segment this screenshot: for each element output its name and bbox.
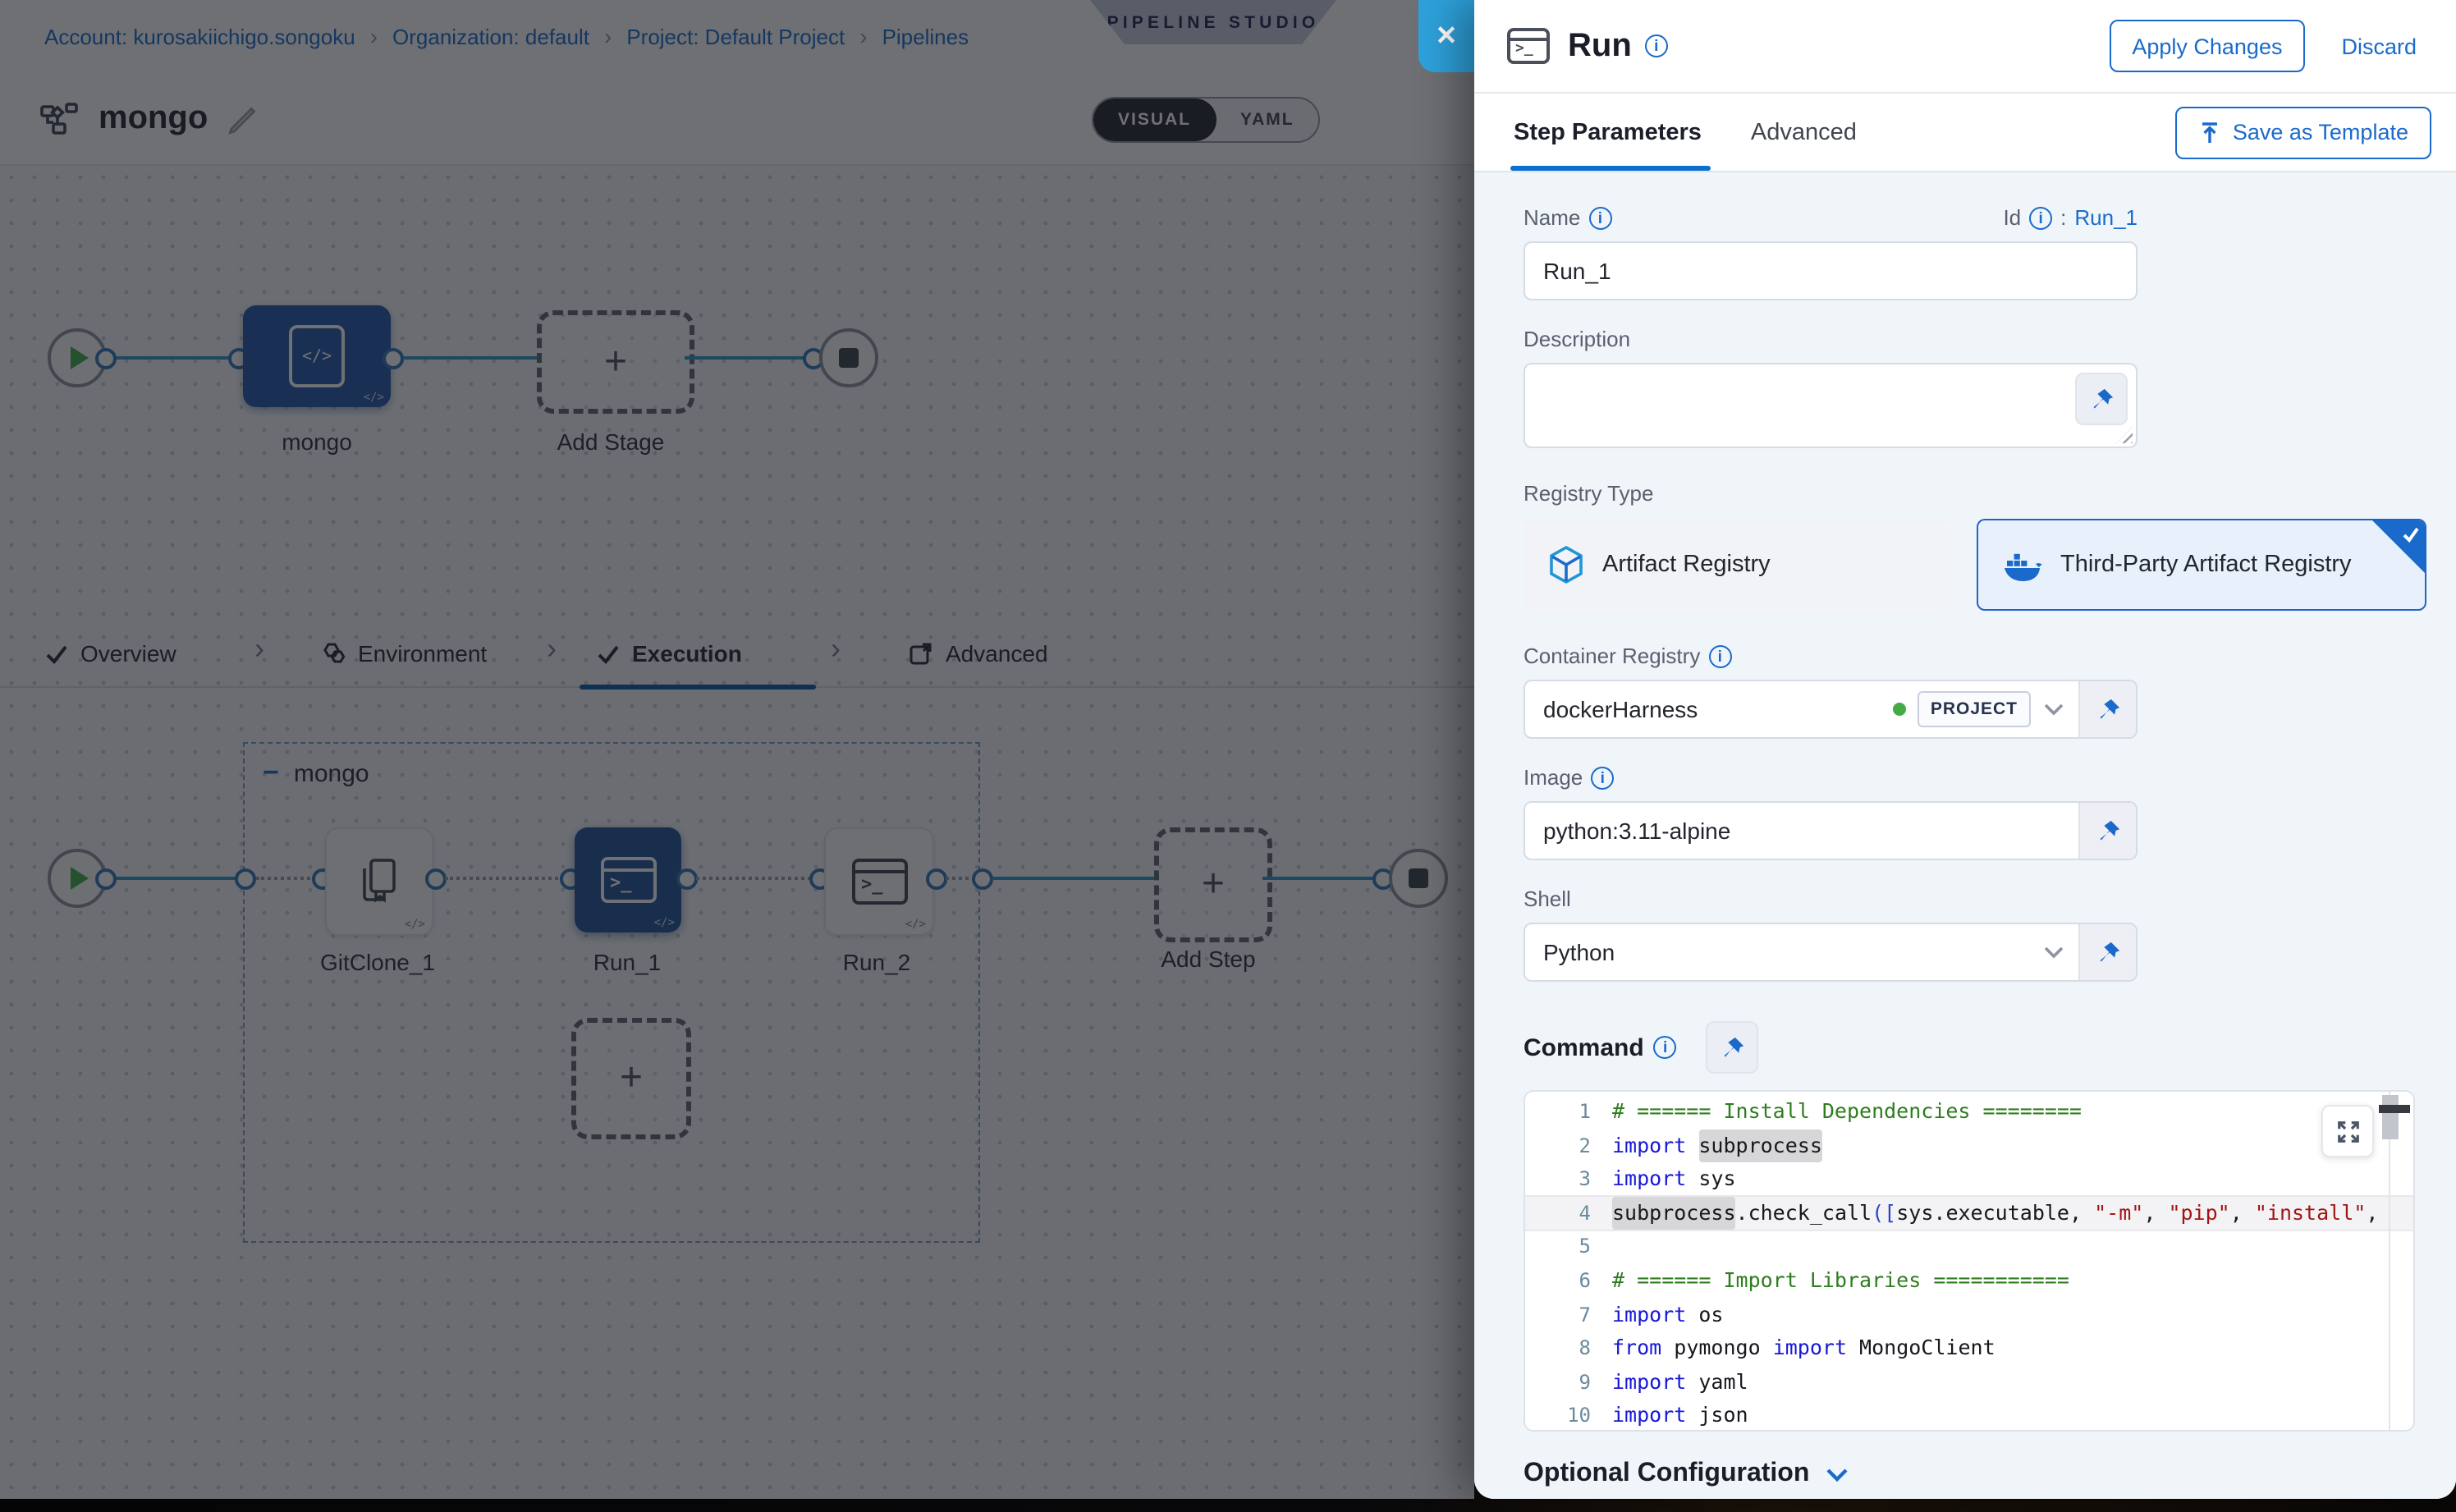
optional-configuration-label: Optional Configuration xyxy=(1524,1459,1810,1487)
save-as-template-button[interactable]: Save as Template xyxy=(2174,106,2431,158)
discard-button[interactable]: Discard xyxy=(2341,34,2417,58)
pin-runtime-input-button[interactable] xyxy=(2075,373,2128,425)
image-field[interactable]: python:3.11-alpine xyxy=(1524,801,2138,860)
docker-icon xyxy=(2005,552,2042,580)
info-icon[interactable]: i xyxy=(1588,206,1612,229)
editor-overview-mark xyxy=(2379,1105,2410,1113)
command-code-editor[interactable]: 1# ====== Install Dependencies ======== 2… xyxy=(1524,1090,2415,1432)
chevron-down-icon[interactable] xyxy=(2044,703,2064,716)
pin-icon xyxy=(2099,941,2119,961)
code-line[interactable]: 6# ====== Import Libraries =========== xyxy=(1579,1267,2069,1292)
expand-icon xyxy=(2337,1120,2358,1142)
drawer-header: >_ Run i Apply Changes Discard xyxy=(1474,0,2456,94)
id-value: Run_1 xyxy=(2074,205,2138,230)
chevron-down-icon xyxy=(1826,1468,1848,1482)
pin-runtime-input-button[interactable] xyxy=(2078,924,2136,980)
apply-changes-button[interactable]: Apply Changes xyxy=(2109,20,2306,72)
info-icon[interactable]: i xyxy=(2029,206,2053,229)
container-registry-value: dockerHarness xyxy=(1543,696,1698,722)
drawer-title: Run xyxy=(1568,27,1632,63)
artifact-registry-icon xyxy=(1550,545,1583,584)
info-icon[interactable]: i xyxy=(1653,1036,1677,1059)
check-icon xyxy=(2403,527,2419,543)
shell-label: Shell xyxy=(1524,887,1571,911)
step-config-drawer: >_ Run i Apply Changes Discard Step Para… xyxy=(1474,0,2456,1499)
pin-runtime-input-button[interactable] xyxy=(2078,803,2136,859)
pin-runtime-input-button[interactable] xyxy=(1706,1021,1759,1074)
registry-option-third-party[interactable]: Third-Party Artifact Registry xyxy=(1977,519,2426,611)
expand-editor-button[interactable] xyxy=(2321,1105,2374,1157)
pin-runtime-input-button[interactable] xyxy=(2078,681,2136,737)
scope-badge: PROJECT xyxy=(1917,691,2031,727)
info-icon[interactable]: i xyxy=(1591,766,1615,789)
tab-step-parameters[interactable]: Step Parameters xyxy=(1510,94,1712,171)
pin-icon xyxy=(2099,698,2119,718)
resize-grip[interactable] xyxy=(2116,427,2133,443)
connectivity-status-dot xyxy=(1892,703,1906,716)
code-line[interactable]: 5 xyxy=(1579,1235,1591,1258)
code-lines: 1# ====== Install Dependencies ======== 2… xyxy=(1525,1095,2413,1430)
chevron-down-icon[interactable] xyxy=(2044,946,2064,959)
info-icon[interactable]: i xyxy=(1644,34,1668,57)
shell-select[interactable]: Python xyxy=(1524,923,2138,982)
image-value: python:3.11-alpine xyxy=(1543,818,1731,844)
pin-icon xyxy=(2092,387,2113,408)
pin-icon xyxy=(2099,819,2119,840)
optional-configuration-toggle[interactable]: Optional Configuration xyxy=(1524,1459,2456,1489)
container-registry-field[interactable]: dockerHarness PROJECT xyxy=(1524,680,2138,739)
step-type-terminal-icon: >_ xyxy=(1507,28,1550,64)
info-icon[interactable]: i xyxy=(1708,644,1732,667)
tab-advanced-panel[interactable]: Advanced xyxy=(1750,119,1857,145)
close-drawer-button[interactable]: ✕ xyxy=(1418,0,1474,72)
name-input[interactable]: Run_1 xyxy=(1524,241,2138,300)
upload-icon xyxy=(2202,121,2217,142)
registry-option-artifact[interactable]: Artifact Registry xyxy=(1524,519,1950,611)
description-textarea[interactable] xyxy=(1524,363,2138,448)
drawer-tab-bar: Step Parameters Advanced Save as Templat… xyxy=(1474,94,2456,172)
editor-scrollbar-track[interactable] xyxy=(2389,1092,2390,1430)
editor-scrollbar-thumb[interactable] xyxy=(2382,1095,2399,1139)
pin-icon xyxy=(1724,1036,1743,1056)
dim-overlay xyxy=(0,0,1474,1499)
description-label: Description xyxy=(1524,327,1631,351)
shell-value: Python xyxy=(1543,939,1615,965)
registry-type-label: Registry Type xyxy=(1524,481,1654,506)
code-line[interactable]: 1# ====== Install Dependencies ======== xyxy=(1579,1098,2082,1123)
